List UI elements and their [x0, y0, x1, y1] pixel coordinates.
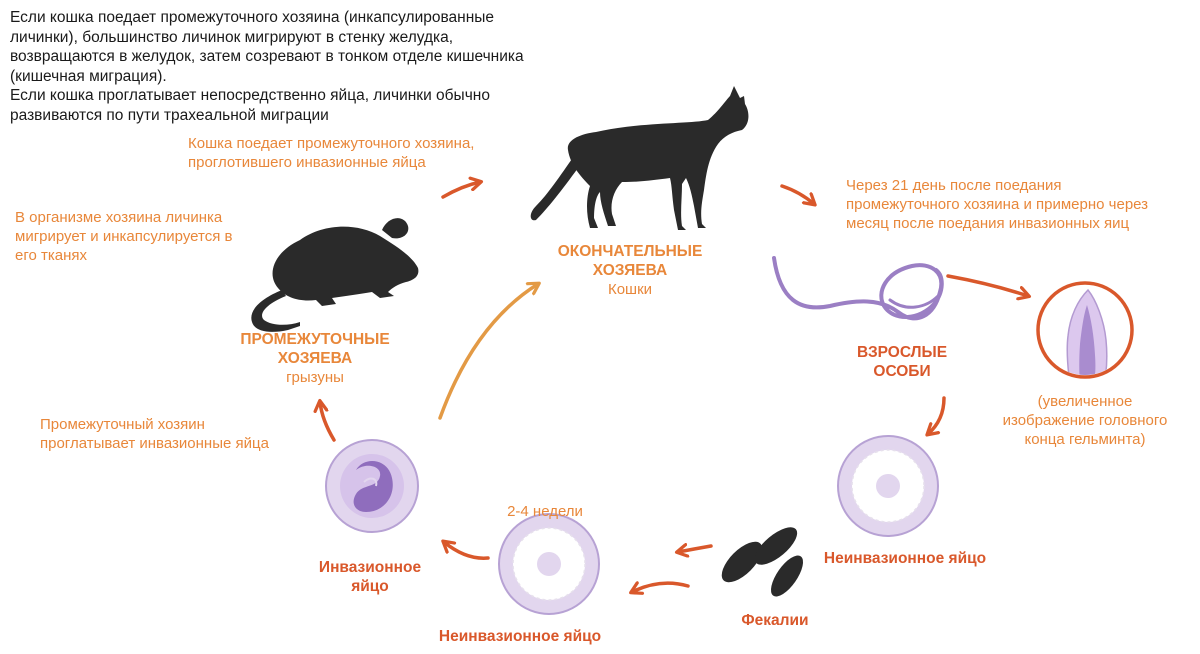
magnified-head-icon	[1036, 281, 1134, 379]
adults-label: ВЗРОСЛЫЕ ОСОБИ	[856, 344, 948, 380]
noninvasive-egg-right-icon	[837, 435, 939, 537]
cat-eats-host-label: Кошка поедает промежуточного хозяина, пр…	[188, 135, 475, 171]
rodent-silhouette-icon	[251, 218, 419, 332]
larva-in-host-label: В организме хозяина личинка мигрирует и …	[15, 209, 233, 264]
invasive-egg-label: Инвазионное яйцо	[318, 559, 422, 595]
definitive-hosts-title: ОКОНЧАТЕЛЬНЫЕ ХОЗЯЕВА	[557, 243, 703, 279]
intermediate-hosts-title: ПРОМЕЖУТОЧНЫЕ ХОЗЯЕВА	[240, 331, 390, 367]
cycle-arrows	[320, 182, 1028, 592]
intermediate-hosts-subtitle: грызуны	[286, 369, 344, 386]
after-21-days-label: Через 21 день после поедания промежуточн…	[846, 177, 1149, 232]
noninvasive-egg-bottom-label: Неинвазионное яйцо	[438, 628, 602, 645]
noninvasive-egg-bottom-icon	[498, 513, 600, 615]
host-swallows-eggs-label: Промежуточный хозяин проглатывает инвази…	[40, 416, 269, 452]
invasive-egg-icon	[325, 439, 419, 533]
noninvasive-egg-right-label: Неинвазионное яйцо	[823, 550, 987, 567]
cat-silhouette-icon	[530, 86, 749, 230]
definitive-hosts-subtitle: Кошки	[607, 281, 653, 298]
magnified-head-label: (увеличенное изображение головного конца…	[1002, 393, 1168, 448]
intro-text: Если кошка поедает промежуточного хозяин…	[10, 9, 524, 124]
weeks-label: 2-4 недели	[507, 503, 583, 520]
feces-label: Фекалии	[741, 612, 809, 629]
adult-worm-icon	[772, 256, 944, 321]
trajectory-arrow	[438, 284, 538, 420]
feces-icon	[721, 527, 804, 597]
